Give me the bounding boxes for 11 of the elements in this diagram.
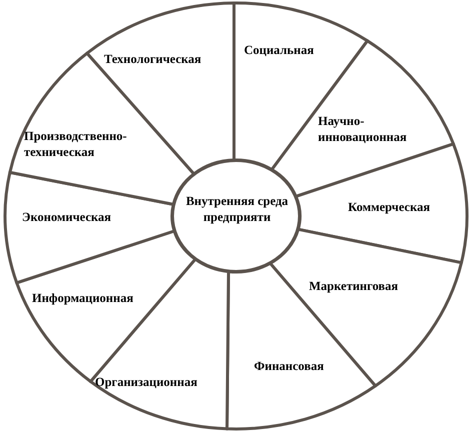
sector-label: Финансовая xyxy=(254,358,325,374)
sector-label: Коммерческая xyxy=(348,199,431,215)
sector-label: Социальная xyxy=(244,42,315,58)
sector-label: Производственно-техническая xyxy=(24,128,128,160)
sector-label: Организационная xyxy=(95,374,198,390)
sector-label: Маркетинговая xyxy=(309,278,400,294)
sector-label: Информационная xyxy=(32,290,134,306)
sector-label: Научно-инновационная xyxy=(318,113,408,145)
sector-label: Технологическая xyxy=(104,51,202,67)
sector-label: Экономическая xyxy=(22,209,112,225)
center-label: Внутренняя среда предприяти xyxy=(185,193,289,225)
